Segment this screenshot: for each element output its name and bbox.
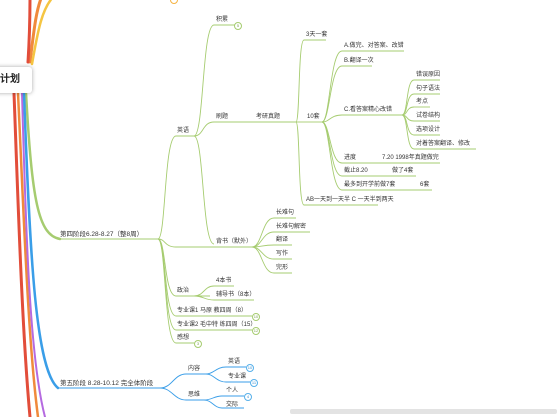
- thinking-sub-node[interactable]: 交际: [226, 402, 239, 408]
- politics-node[interactable]: 政治: [177, 288, 190, 294]
- memorize-node[interactable]: 背书（默外）: [216, 239, 253, 245]
- deadline-node[interactable]: 截止8.20: [344, 168, 368, 174]
- horizontal-scrollbar[interactable]: [290, 409, 557, 414]
- phase4-node[interactable]: 第四阶段6.28-8.27（整8周）: [60, 231, 144, 238]
- analysis-item[interactable]: 错误原因: [416, 72, 441, 78]
- step-b-node[interactable]: B.翻译一次: [344, 58, 374, 64]
- feel-count-badge[interactable]: 3: [194, 340, 202, 348]
- ten-sets-node[interactable]: 10套: [307, 114, 320, 120]
- max-node[interactable]: 最多到开学前做7套: [344, 182, 396, 188]
- analysis-item[interactable]: 对着答案翻译、修改: [416, 141, 471, 147]
- english-node[interactable]: 英语: [177, 128, 190, 134]
- politics-item[interactable]: 辅导书（8本）: [216, 292, 256, 298]
- three-day-node[interactable]: 3天一套: [306, 32, 328, 38]
- thinking-personal-node[interactable]: 个人: [226, 388, 239, 394]
- analysis-item[interactable]: 考点: [416, 99, 429, 105]
- max-value[interactable]: 6套: [420, 182, 430, 188]
- thinking-node[interactable]: 思维: [188, 392, 201, 398]
- memorize-item[interactable]: 写作: [276, 251, 289, 257]
- content-english-count-badge[interactable]: 10: [246, 364, 254, 372]
- memorize-item[interactable]: 长难句: [276, 210, 295, 216]
- analysis-item[interactable]: 选项设计: [416, 127, 441, 133]
- branch-top-red: [26, 0, 32, 64]
- root-title: 计划: [0, 74, 20, 85]
- branch-top-orange: [28, 0, 43, 64]
- phase5-node[interactable]: 第五阶段 8.28-10.12 完全体阶段: [60, 380, 154, 387]
- branch-bottom-green: [24, 91, 62, 241]
- branch-bottom-blue: [22, 91, 60, 390]
- deadline-value[interactable]: 做了4套: [392, 168, 414, 174]
- branch-bottom-purple: [21, 92, 46, 417]
- branch-top-yellow: [30, 0, 53, 66]
- vocab-count-badge[interactable]: 5: [234, 22, 242, 30]
- test-node[interactable]: 刷题: [216, 114, 229, 120]
- feel-node[interactable]: 感想: [177, 335, 190, 341]
- major2-node[interactable]: 专业课2 毛中特 练四周（15）: [177, 322, 257, 328]
- progress-node[interactable]: 进度: [344, 155, 357, 161]
- step-c-node[interactable]: C.看答案精心改错: [344, 107, 393, 113]
- content-major-count-badge[interactable]: 11: [250, 379, 258, 387]
- analysis-item[interactable]: 句子语法: [416, 86, 441, 92]
- analysis-item[interactable]: 试卷结构: [416, 113, 441, 119]
- politics-item[interactable]: 4本书: [216, 278, 232, 284]
- progress-value[interactable]: 7.20 1998年真题做完: [382, 155, 439, 161]
- major1-count-badge[interactable]: 10: [252, 313, 260, 321]
- content-node[interactable]: 内容: [188, 366, 201, 372]
- content-major-node[interactable]: 专业课: [228, 374, 247, 380]
- kaoyan-node[interactable]: 考研真题: [256, 114, 281, 120]
- thinking-personal-count-badge[interactable]: 4: [244, 393, 252, 401]
- ab-note-node[interactable]: AB一天到一天半 C 一天半到两天: [306, 197, 394, 203]
- step-a-node[interactable]: A.做完、对答案、改错: [344, 43, 404, 49]
- memorize-item[interactable]: 翻译: [276, 237, 289, 243]
- branch-bottom-orange: [16, 91, 40, 417]
- branch-bottom-red: [12, 91, 32, 417]
- memorize-item[interactable]: 完形: [276, 265, 289, 271]
- major2-count-badge[interactable]: 12: [252, 327, 260, 335]
- content-english-node[interactable]: 英语: [228, 359, 241, 365]
- root-node[interactable]: 计划: [0, 67, 32, 93]
- major1-node[interactable]: 专业课1 马原 教四周（8）: [177, 308, 248, 314]
- vocab-node[interactable]: 积累: [216, 17, 229, 23]
- memorize-item[interactable]: 长难句解密: [276, 224, 307, 230]
